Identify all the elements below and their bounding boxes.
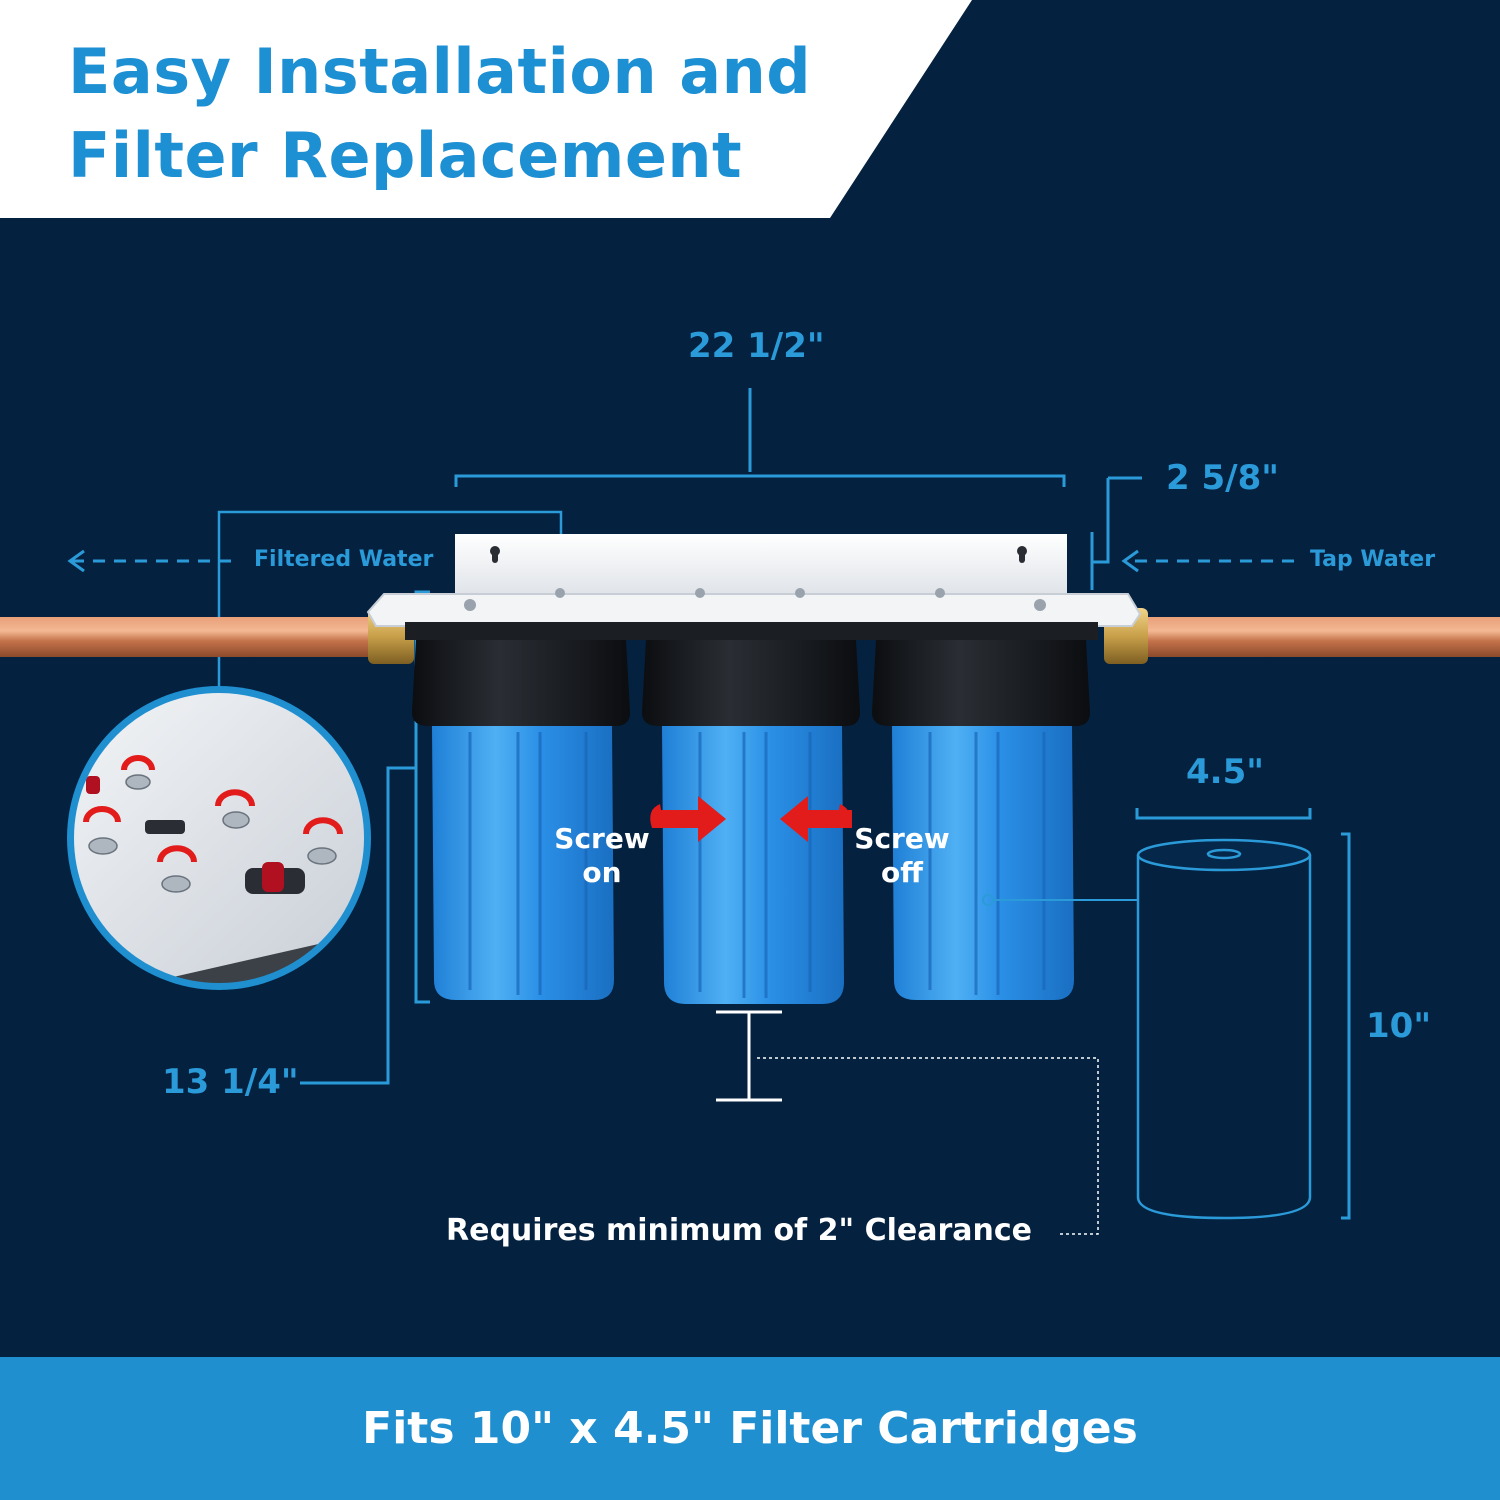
bracket-closeup-callout xyxy=(67,686,371,990)
outlet-copper-pipe xyxy=(1140,617,1500,657)
mounting-backplate xyxy=(455,534,1067,596)
height-dimension-label: 13 1/4" xyxy=(162,1062,299,1102)
filter-housing-right xyxy=(866,622,1098,1000)
cartridge-length-label: 10" xyxy=(1366,1006,1432,1046)
flow-arrows xyxy=(67,549,1298,573)
clearance-note: Requires minimum of 2" Clearance xyxy=(446,1213,1032,1248)
screw-on-line-2: on xyxy=(582,856,622,889)
clearance-leader xyxy=(757,1057,1099,1235)
page-title-line-1: Easy Installation and xyxy=(68,35,812,108)
rotate-arrow-icon xyxy=(650,796,726,842)
dimension-lines xyxy=(300,388,1351,1220)
screw-off-label: Screw off xyxy=(848,822,956,890)
width-dimension-bracket xyxy=(454,474,1066,487)
screw-off-line-1: Screw xyxy=(854,822,950,855)
filter-housing-center xyxy=(636,622,868,1004)
title-banner xyxy=(0,0,972,218)
inlet-copper-pipe xyxy=(0,617,378,657)
height-dimension-leader xyxy=(300,766,416,1085)
screw-on-line-1: Screw xyxy=(554,822,650,855)
screw-off-line-2: off xyxy=(881,856,923,889)
keyhole-icon xyxy=(490,546,1027,563)
cartridge-diameter-bracket xyxy=(1135,808,1312,820)
arrow-left-icon xyxy=(1121,549,1139,573)
clearance-indicator xyxy=(716,1010,782,1102)
depth-dimension-bracket xyxy=(1090,476,1142,590)
filter-housing-left xyxy=(405,622,637,1000)
cartridge-diameter-label: 4.5" xyxy=(1186,752,1264,792)
width-dimension-label: 22 1/2" xyxy=(688,326,825,366)
mounting-bracket-shelf xyxy=(366,593,1142,627)
page-title-line-2: Filter Replacement xyxy=(68,119,743,192)
cartridge-length-bracket xyxy=(1341,832,1351,1220)
page-title: Easy Installation and Filter Replacement xyxy=(68,30,811,198)
filtered-water-label: Filtered Water xyxy=(254,547,434,572)
footer-banner: Fits 10" x 4.5" Filter Cartridges xyxy=(0,1357,1500,1500)
footer-text: Fits 10" x 4.5" Filter Cartridges xyxy=(362,1403,1138,1454)
bracket-bolts xyxy=(464,588,1046,611)
arrow-left-icon xyxy=(67,549,85,573)
depth-dimension-label: 2 5/8" xyxy=(1166,458,1279,498)
filter-cartridge-outline xyxy=(1136,838,1312,1220)
rotate-arrow-icon xyxy=(780,796,852,842)
tap-water-label: Tap Water xyxy=(1310,547,1436,572)
screw-on-label: Screw on xyxy=(548,822,656,890)
height-dimension-bracket xyxy=(414,590,430,1004)
